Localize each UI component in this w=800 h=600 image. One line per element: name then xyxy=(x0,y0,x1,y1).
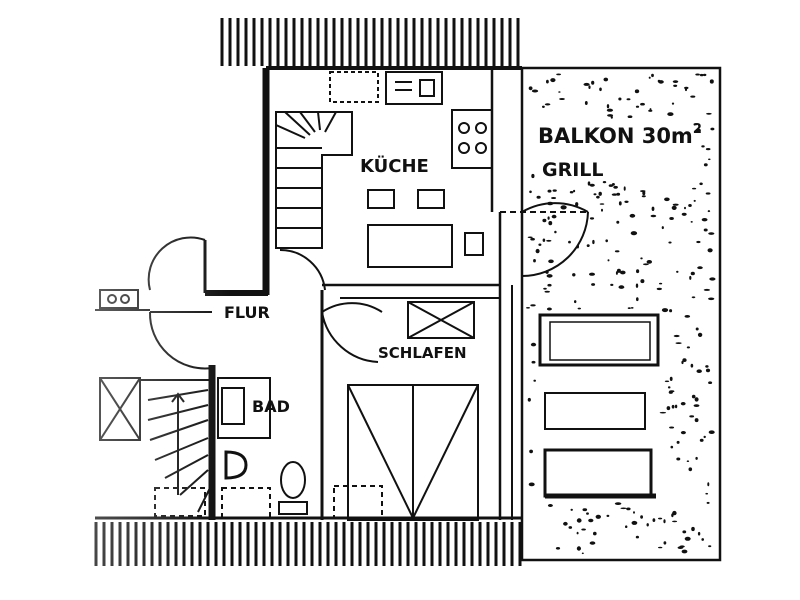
label-hall: FLUR xyxy=(224,303,270,322)
label-bedroom: SCHLAFEN xyxy=(378,344,467,362)
label-bath: BAD xyxy=(252,397,290,416)
label-grill: GRILL xyxy=(542,159,604,181)
balcony-loungers xyxy=(538,313,660,499)
roof-tiles-top xyxy=(220,18,520,66)
stairs-upper xyxy=(275,111,353,249)
label-kitchen: KÜCHE xyxy=(360,155,429,177)
bath-fixtures xyxy=(217,377,308,519)
edge-fade xyxy=(0,0,230,600)
wardrobe xyxy=(333,301,479,521)
kitchen-fittings xyxy=(329,71,493,268)
label-balcony: BALKON 30m2 xyxy=(538,122,702,148)
